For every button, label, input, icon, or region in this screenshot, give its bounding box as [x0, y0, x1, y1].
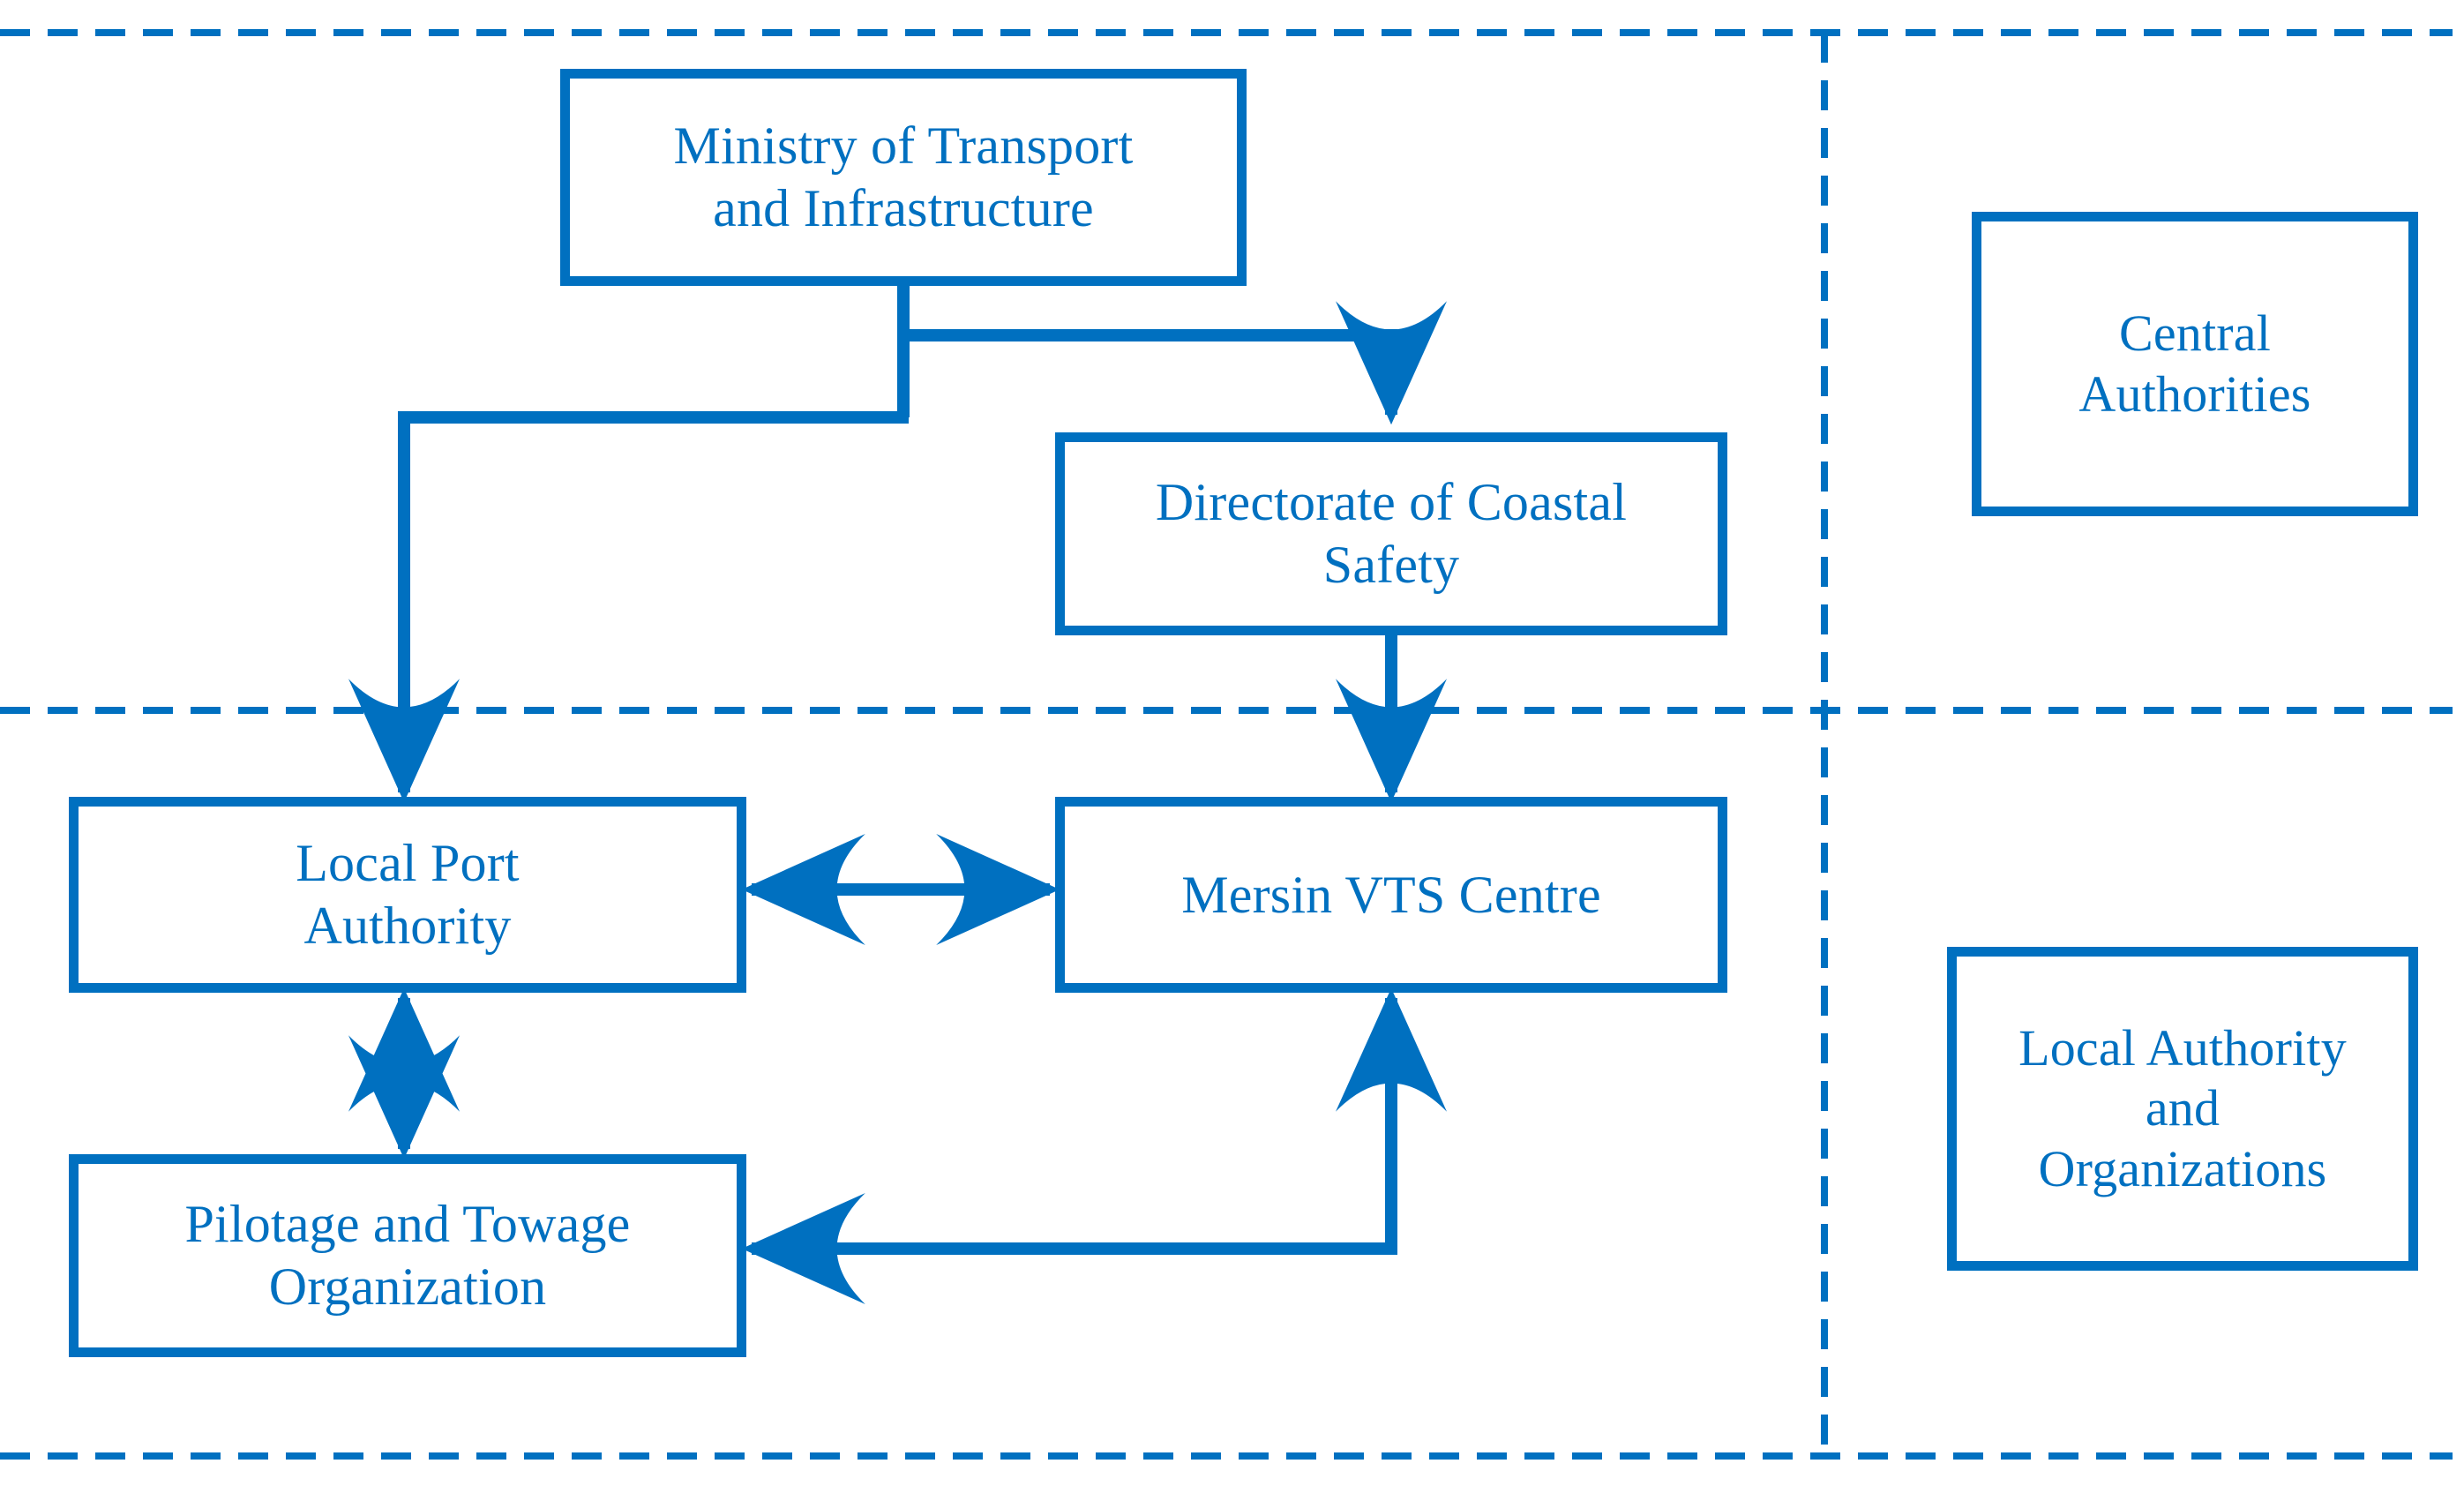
edge-ministry-to-local-port-authority	[348, 411, 909, 803]
node-pilotage-towage-label: Pilotage and Towage Organization	[184, 1195, 631, 1316]
legend-local-authority-and-organizations[interactable]: Local Authority and Organizations	[1947, 947, 2418, 1271]
node-ministry-label: Ministry of Transport and Infrastructure	[673, 116, 1134, 237]
node-coastal-safety-label: Directorate of Coastal Safety	[1155, 473, 1628, 594]
node-directorate-of-coastal-safety[interactable]: Directorate of Coastal Safety	[1055, 432, 1727, 635]
edge-ministry-to-coastal-safety	[898, 301, 1447, 425]
legend-local-authority-label: Local Authority and Organizations	[2018, 1018, 2347, 1197]
node-local-port-authority-label: Local Port Authority	[296, 834, 520, 955]
legend-central-authorities-label: Central Authorities	[2078, 304, 2311, 423]
legend-central-authorities[interactable]: Central Authorities	[1972, 212, 2418, 516]
node-ministry-of-transport[interactable]: Ministry of Transport and Infrastructure	[560, 69, 1247, 286]
node-mersin-vts-centre[interactable]: Mersin VTS Centre	[1055, 797, 1727, 993]
node-mersin-vts-centre-label: Mersin VTS Centre	[1181, 865, 1601, 924]
node-pilotage-and-towage-organization[interactable]: Pilotage and Towage Organization	[69, 1154, 746, 1357]
node-local-port-authority[interactable]: Local Port Authority	[69, 797, 746, 993]
